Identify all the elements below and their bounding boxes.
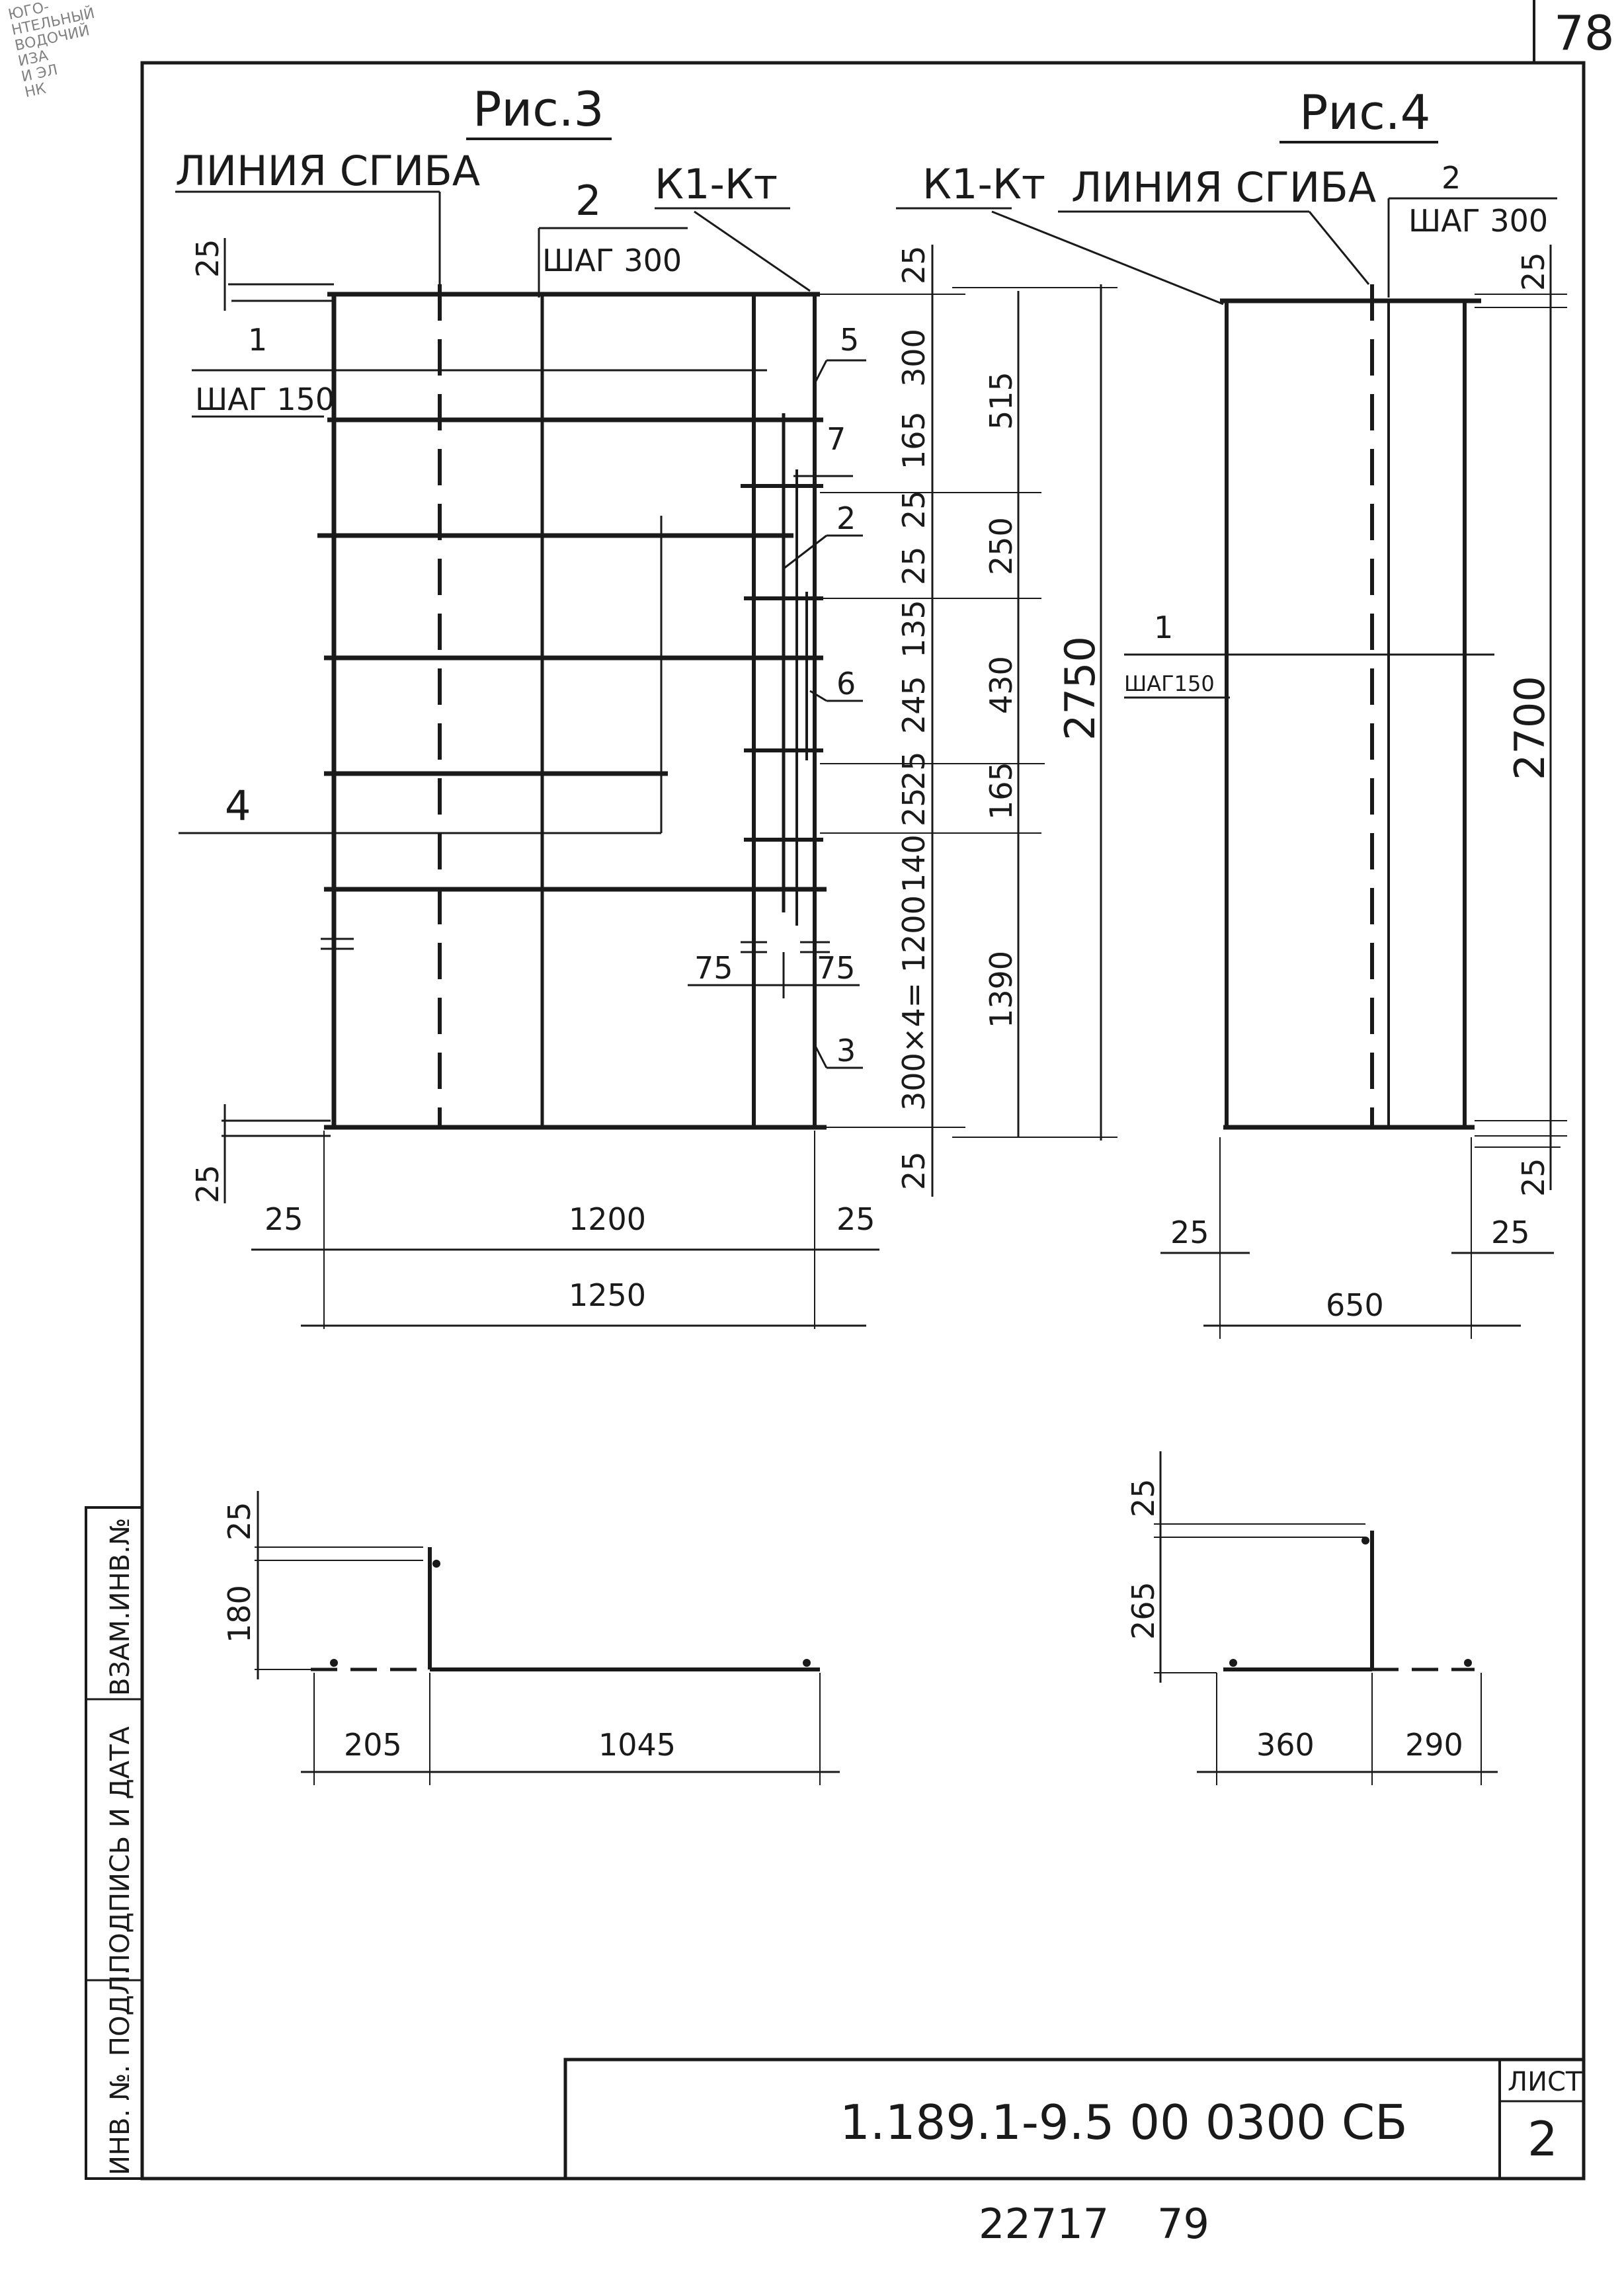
fig3-chain-7: 25 bbox=[896, 751, 932, 790]
fig3-dim-75-right: 75 bbox=[817, 950, 856, 986]
section4-d360: 360 bbox=[1256, 1727, 1315, 1763]
fig3-bar1-num: 1 bbox=[248, 322, 267, 358]
fig3-k-label: К1-Кт bbox=[655, 160, 778, 208]
fig3: Рис.3 ЛИНИЯ СГИБА К1-Кт 2 ШАГ 300 1 ШАГ … bbox=[175, 81, 1117, 1329]
sheet-frame bbox=[85, 0, 1586, 2181]
side-label-podpis: ПОДПИСЬ И ДАТА bbox=[105, 1726, 136, 1974]
fig4-bar1-step: ШАГ150 bbox=[1124, 671, 1215, 696]
sheet-top-number: 78 bbox=[1554, 5, 1615, 61]
section3-d180: 180 bbox=[222, 1585, 257, 1643]
fig3-mid-4: 1390 bbox=[983, 951, 1019, 1028]
fig4-bottom-total: 650 bbox=[1326, 1287, 1384, 1323]
drawing-code: 1.189.1-9.5 00 0300 СБ bbox=[840, 2095, 1407, 2150]
side-label-inv: ИНВ. №. ПОДЛ. bbox=[105, 1966, 136, 2175]
fig4-bend-line-label: ЛИНИЯ СГИБА bbox=[1071, 163, 1376, 212]
fig3-dim-left-bottom: 25 bbox=[190, 1164, 225, 1203]
fig4-bar1-num: 1 bbox=[1154, 610, 1173, 645]
section-fig3: 25 180 205 1045 bbox=[222, 1491, 840, 1785]
sheet-label: ЛИСТ bbox=[1508, 2067, 1582, 2097]
section4-d290: 290 bbox=[1405, 1727, 1463, 1763]
fig4-dim-right-top: 25 bbox=[1516, 252, 1551, 291]
fig3-chain-0: 25 bbox=[896, 245, 932, 284]
fig3-bend-line-label: ЛИНИЯ СГИБА bbox=[175, 147, 480, 195]
fig3-bar2-step: ШАГ 300 bbox=[542, 243, 682, 278]
section3-d1045: 1045 bbox=[598, 1727, 676, 1763]
stamp-line-6: НК bbox=[23, 81, 48, 101]
fig3-callout-7: 7 bbox=[827, 421, 846, 457]
fig4-dim-right-bottom: 25 bbox=[1516, 1158, 1551, 1197]
fig3-bottom-total: 1250 bbox=[569, 1277, 646, 1313]
fig3-mid-1: 250 bbox=[983, 517, 1019, 575]
fig3-bottom-right: 25 bbox=[836, 1201, 875, 1237]
fig4-bar2-num: 2 bbox=[1441, 160, 1461, 196]
fig3-chain-11: 25 bbox=[896, 1151, 932, 1190]
fig3-dim-total: 2750 bbox=[1056, 636, 1104, 741]
fig3-bar2-num: 2 bbox=[575, 177, 601, 225]
fig4: Рис.4 К1-Кт ЛИНИЯ СГИБА 2 ШАГ 300 1 ШАГ1… bbox=[896, 85, 1567, 1339]
fig3-chain-1: 300 bbox=[896, 329, 932, 387]
fig4-bottom-left: 25 bbox=[1170, 1215, 1209, 1250]
fig3-chain-10: 300×4= 1200 bbox=[896, 895, 932, 1111]
fig3-chain-5: 135 bbox=[896, 600, 932, 658]
fig3-dim-75-left: 75 bbox=[694, 950, 733, 986]
section4-d265: 265 bbox=[1125, 1582, 1161, 1640]
fig3-callout-3: 3 bbox=[836, 1033, 856, 1068]
footer-right-number: 79 bbox=[1157, 2200, 1209, 2248]
fig3-callout-2: 2 bbox=[836, 501, 856, 536]
fig3-chain-2: 165 bbox=[896, 411, 932, 469]
fig3-callout-6: 6 bbox=[836, 666, 856, 702]
section4-d25: 25 bbox=[1125, 1478, 1161, 1517]
fig3-callout-4: 4 bbox=[225, 782, 251, 830]
fig3-chain-9: 140 bbox=[896, 834, 932, 893]
sheet-number: 2 bbox=[1527, 2111, 1558, 2167]
fig3-dim-left-top: 25 bbox=[190, 239, 225, 278]
fig3-title: Рис.3 bbox=[473, 81, 604, 137]
fig4-dim-right-total: 2700 bbox=[1506, 676, 1554, 780]
section3-d25: 25 bbox=[222, 1502, 257, 1541]
fig4-title: Рис.4 bbox=[1299, 85, 1431, 140]
fig3-bottom-left: 25 bbox=[264, 1201, 304, 1237]
fig3-mid-2: 430 bbox=[983, 656, 1019, 714]
fig3-chain-6: 245 bbox=[896, 676, 932, 734]
side-label-vzam: ВЗАМ.ИНВ.№ bbox=[105, 1518, 136, 1696]
fig4-bar2-step: ШАГ 300 bbox=[1408, 203, 1548, 239]
fig3-bar1-step: ШАГ 150 bbox=[195, 381, 335, 417]
fig3-bottom-mid: 1200 bbox=[569, 1201, 646, 1237]
section3-d205: 205 bbox=[344, 1727, 402, 1763]
fig3-mid-3: 165 bbox=[983, 762, 1019, 820]
fig3-chain-4: 25 bbox=[896, 546, 932, 585]
footer-left-number: 22717 bbox=[979, 2200, 1109, 2248]
fig3-chain-3: 25 bbox=[896, 490, 932, 529]
fig4-k-label: К1-Кт bbox=[922, 160, 1045, 208]
fig4-bottom-right: 25 bbox=[1491, 1215, 1530, 1250]
fig3-mid-0: 515 bbox=[983, 372, 1019, 430]
institute-stamp: ЮГО- НТЕЛЬНЫЙ ВОДОЧИЙ ИЗА И ЭЛ НК bbox=[7, 0, 96, 101]
fig3-chain-8: 25 bbox=[896, 787, 932, 826]
section-fig4: 25 265 360 290 bbox=[1125, 1451, 1498, 1785]
fig3-callout-5: 5 bbox=[840, 322, 859, 358]
